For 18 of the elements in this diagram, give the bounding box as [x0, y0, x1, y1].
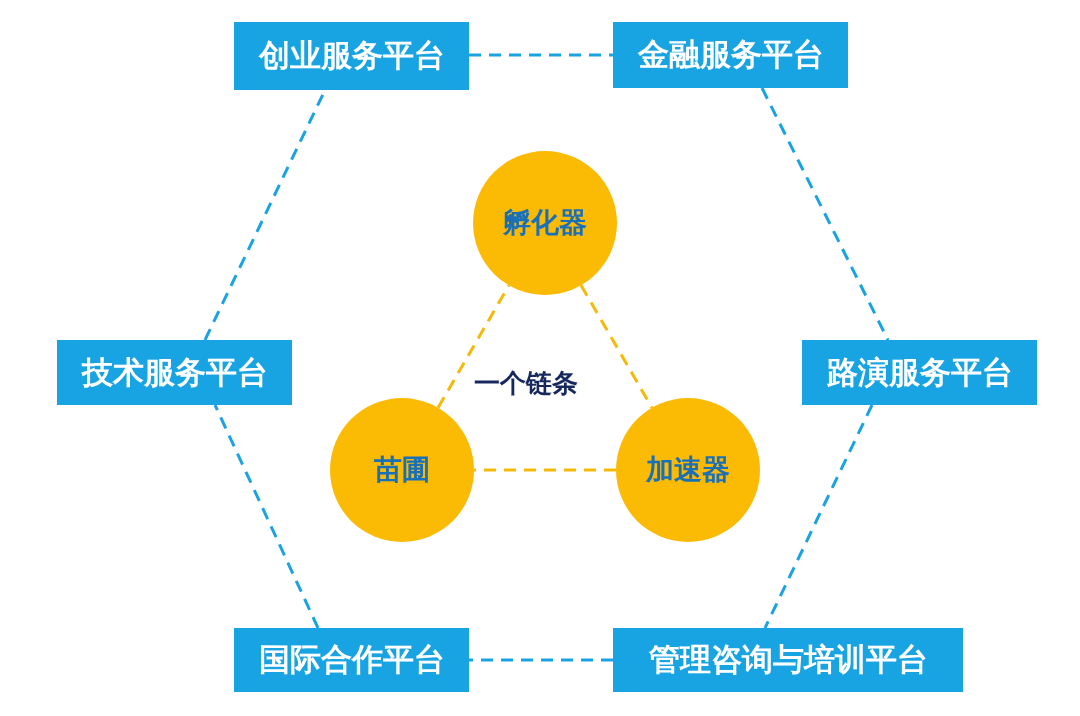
dashed-connector — [436, 284, 511, 409]
dashed-connector — [474, 468, 616, 472]
platform-box: 国际合作平台 — [234, 628, 469, 692]
stage-circle: 孵化器 — [473, 151, 617, 295]
dashed-connector — [469, 658, 613, 662]
platform-box: 创业服务平台 — [234, 22, 469, 90]
dashed-connector — [213, 404, 320, 629]
dashed-connector — [579, 284, 654, 409]
dashed-connector — [469, 53, 613, 57]
dashed-connector — [763, 404, 874, 629]
platform-box: 管理咨询与培训平台 — [613, 628, 963, 692]
platform-box: 金融服务平台 — [613, 22, 848, 88]
stage-circle: 苗圃 — [330, 398, 474, 542]
chain-label: 一个链条 — [474, 367, 578, 400]
stage-circle: 加速器 — [616, 398, 760, 542]
dashed-connector — [760, 87, 890, 341]
platform-box: 技术服务平台 — [57, 340, 292, 405]
platform-box: 路演服务平台 — [802, 340, 1037, 405]
